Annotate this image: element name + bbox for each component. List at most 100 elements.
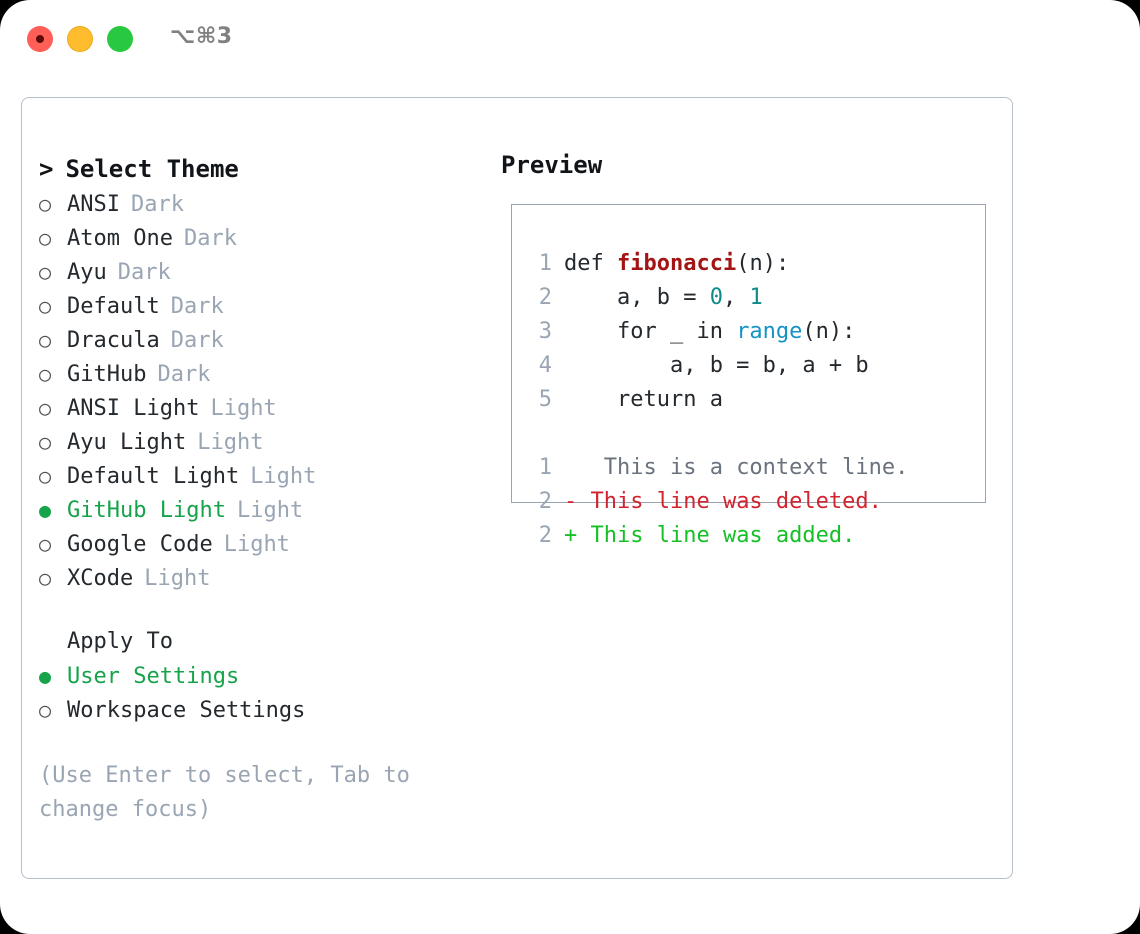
theme-option-tag: Light [210, 396, 277, 421]
code-token-plain: a, b = [564, 285, 710, 310]
theme-list-heading-label: Select Theme [65, 155, 239, 183]
theme-option-label: Google Code [67, 532, 213, 557]
theme-option-tag: Light [236, 498, 304, 523]
apply-to-option-label: Workspace Settings [67, 698, 306, 723]
code-token-fn: fibonacci [616, 251, 737, 276]
code-token-num: 0 [709, 285, 723, 310]
theme-option-label: Ayu Light [67, 430, 187, 455]
theme-option-atom-one[interactable]: ○ Atom One Dark [39, 221, 469, 255]
code-line: 4 a, b = b, a + b [526, 349, 908, 383]
code-token-plain: a, b = b, a + b [564, 353, 869, 378]
radio-unselected-icon: ○ [39, 464, 52, 488]
theme-option-tag: Dark [157, 362, 211, 387]
theme-option-tag: Dark [117, 260, 171, 285]
diff-line-deletion: 2- This line was deleted. [526, 485, 908, 519]
window-title-bar: ⌥⌘3 [0, 0, 1140, 78]
code-token-plain: (n): [802, 319, 856, 344]
close-button[interactable] [27, 26, 53, 52]
apply-to-heading: Apply To [67, 629, 173, 654]
theme-option-tag: Light [250, 464, 317, 489]
theme-option-dracula[interactable]: ○ Dracula Dark [39, 323, 469, 357]
line-number: 2 [538, 523, 552, 548]
close-icon [36, 35, 44, 43]
line-number: 1 [538, 455, 552, 480]
radio-unselected-icon: ○ [39, 532, 52, 556]
diff-line-addition: 2+ This line was added. [526, 519, 908, 553]
radio-unselected-icon: ○ [39, 226, 52, 250]
apply-to-option-user-settings[interactable]: ● User Settings [39, 659, 469, 693]
code-line: 3 for _ in range(n): [526, 315, 908, 349]
line-number: 2 [538, 285, 552, 310]
theme-option-ayu-light[interactable]: ○ Ayu Light Light [39, 425, 469, 459]
keyboard-shortcut-label: ⌥⌘3 [170, 24, 233, 49]
theme-option-tag: Dark [183, 226, 237, 251]
theme-option-tag: Dark [170, 294, 224, 319]
radio-selected-icon: ● [39, 664, 52, 688]
theme-option-github-light[interactable]: ● GitHub Light Light [39, 493, 469, 527]
theme-option-tag: Light [197, 430, 264, 455]
preview-heading: Preview [501, 151, 603, 179]
line-number: 5 [538, 387, 552, 412]
theme-option-ansi[interactable]: ○ ANSI Dark [39, 187, 469, 221]
diff-text: This line was added. [577, 523, 856, 548]
radio-unselected-icon: ○ [39, 328, 52, 352]
theme-option-default-light[interactable]: ○ Default Light Light [39, 459, 469, 493]
theme-option-ansi-light[interactable]: ○ ANSI Light Light [39, 391, 469, 425]
theme-option-label: Atom One [67, 226, 173, 251]
code-token-num: 1 [749, 285, 763, 310]
theme-option-tag: Light [144, 566, 211, 591]
theme-option-github[interactable]: ○ GitHub Dark [39, 357, 469, 391]
theme-option-default[interactable]: ○ Default Dark [39, 289, 469, 323]
keyboard-hint-text: (Use Enter to select, Tab to change focu… [39, 763, 410, 822]
theme-option-xcode[interactable]: ○ XCode Light [39, 561, 469, 595]
radio-unselected-icon: ○ [39, 430, 52, 454]
apply-to-option-workspace-settings[interactable]: ○ Workspace Settings [39, 693, 469, 727]
theme-list-heading: > Select Theme [39, 151, 469, 187]
theme-option-ayu[interactable]: ○ Ayu Dark [39, 255, 469, 289]
theme-option-label: GitHub [67, 362, 147, 387]
caret-icon: > [39, 155, 54, 183]
apply-to-option-label: User Settings [67, 664, 240, 689]
radio-unselected-icon: ○ [39, 396, 52, 420]
code-token-plain: (n): [736, 251, 790, 276]
maximize-button[interactable] [107, 26, 133, 52]
theme-option-label: Default [67, 294, 160, 319]
diff-marker: - [564, 489, 578, 514]
diff-line-context: 1 This is a context line. [526, 451, 909, 485]
theme-option-label: GitHub Light [67, 498, 226, 523]
minimize-button[interactable] [67, 26, 93, 52]
theme-option-tag: Dark [170, 328, 224, 353]
code-token-plain: def [564, 251, 617, 276]
theme-option-label: Ayu [67, 260, 107, 285]
line-number: 4 [538, 353, 552, 378]
theme-option-label: Dracula [67, 328, 160, 353]
code-token-plain: for _ in [564, 319, 737, 344]
diff-marker [564, 455, 577, 480]
radio-unselected-icon: ○ [39, 566, 52, 590]
code-line: 5 return a [526, 383, 908, 417]
theme-option-label: XCode [67, 566, 134, 591]
line-number: 2 [538, 489, 552, 514]
theme-option-label: Default Light [67, 464, 240, 489]
theme-option-label: ANSI [67, 192, 120, 217]
code-token-plain: return a [564, 387, 723, 412]
theme-option-label: ANSI Light [67, 396, 200, 421]
code-token-call: range [736, 319, 803, 344]
radio-unselected-icon: ○ [39, 294, 52, 318]
code-line: 2 a, b = 0, 1 [526, 281, 908, 315]
radio-unselected-icon: ○ [39, 362, 52, 386]
radio-unselected-icon: ○ [39, 192, 52, 216]
theme-option-tag: Dark [130, 192, 184, 217]
radio-unselected-icon: ○ [39, 260, 52, 284]
radio-unselected-icon: ○ [39, 698, 52, 722]
radio-selected-icon: ● [39, 498, 52, 522]
apply-to-option-list[interactable]: ● User Settings ○ Workspace Settings [39, 659, 469, 727]
